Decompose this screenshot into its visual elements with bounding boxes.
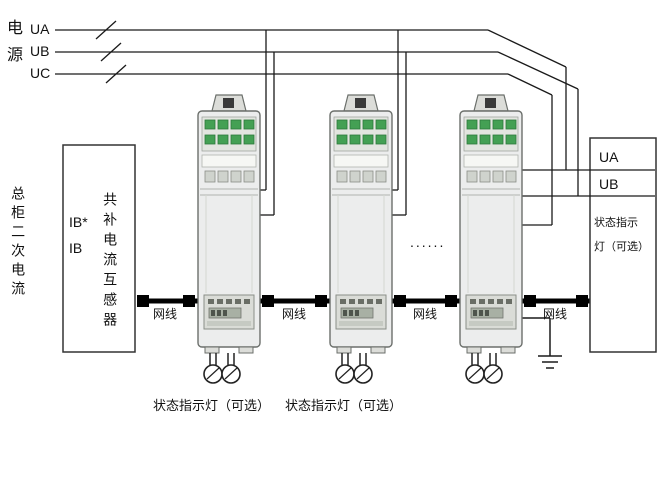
status-box xyxy=(522,137,657,353)
status-light-label-2: 状态指示灯（可选） xyxy=(285,398,403,413)
right-box-ub: UB xyxy=(599,176,619,192)
cable-label-2: 网线 xyxy=(282,307,307,321)
status-light-label-1: 状态指示灯（可选） xyxy=(153,398,271,413)
right-box-status-line2: 灯（可选） xyxy=(594,241,649,253)
device-unit-2 xyxy=(329,94,393,384)
phase-lines xyxy=(55,20,579,226)
power-source-char-2: 源 xyxy=(7,47,24,64)
ib-star-label: IB* xyxy=(69,214,88,230)
transformer-box xyxy=(62,144,136,353)
left-vertical-label: 总柜二次电流 xyxy=(10,186,27,300)
device-unit-1 xyxy=(197,94,261,384)
right-box-status-line1: 状态指示 xyxy=(594,217,638,229)
cable-label-1: 网线 xyxy=(153,307,178,321)
phase-label-uc: UC xyxy=(30,65,51,81)
device-unit-3 xyxy=(459,94,523,384)
ellipsis-more-devices: ...... xyxy=(410,234,446,250)
phase-label-ua: UA xyxy=(30,21,50,37)
transformer-box-title: 共补电流互感器 xyxy=(102,192,119,332)
cable-label-3: 网线 xyxy=(413,307,438,321)
ground-symbol xyxy=(522,317,562,369)
power-source-char-1: 电 xyxy=(7,20,24,37)
phase-label-ub: UB xyxy=(30,43,50,59)
cable-label-4: 网线 xyxy=(543,307,568,321)
right-box-ua: UA xyxy=(599,149,619,165)
ib-label: IB xyxy=(69,240,83,256)
